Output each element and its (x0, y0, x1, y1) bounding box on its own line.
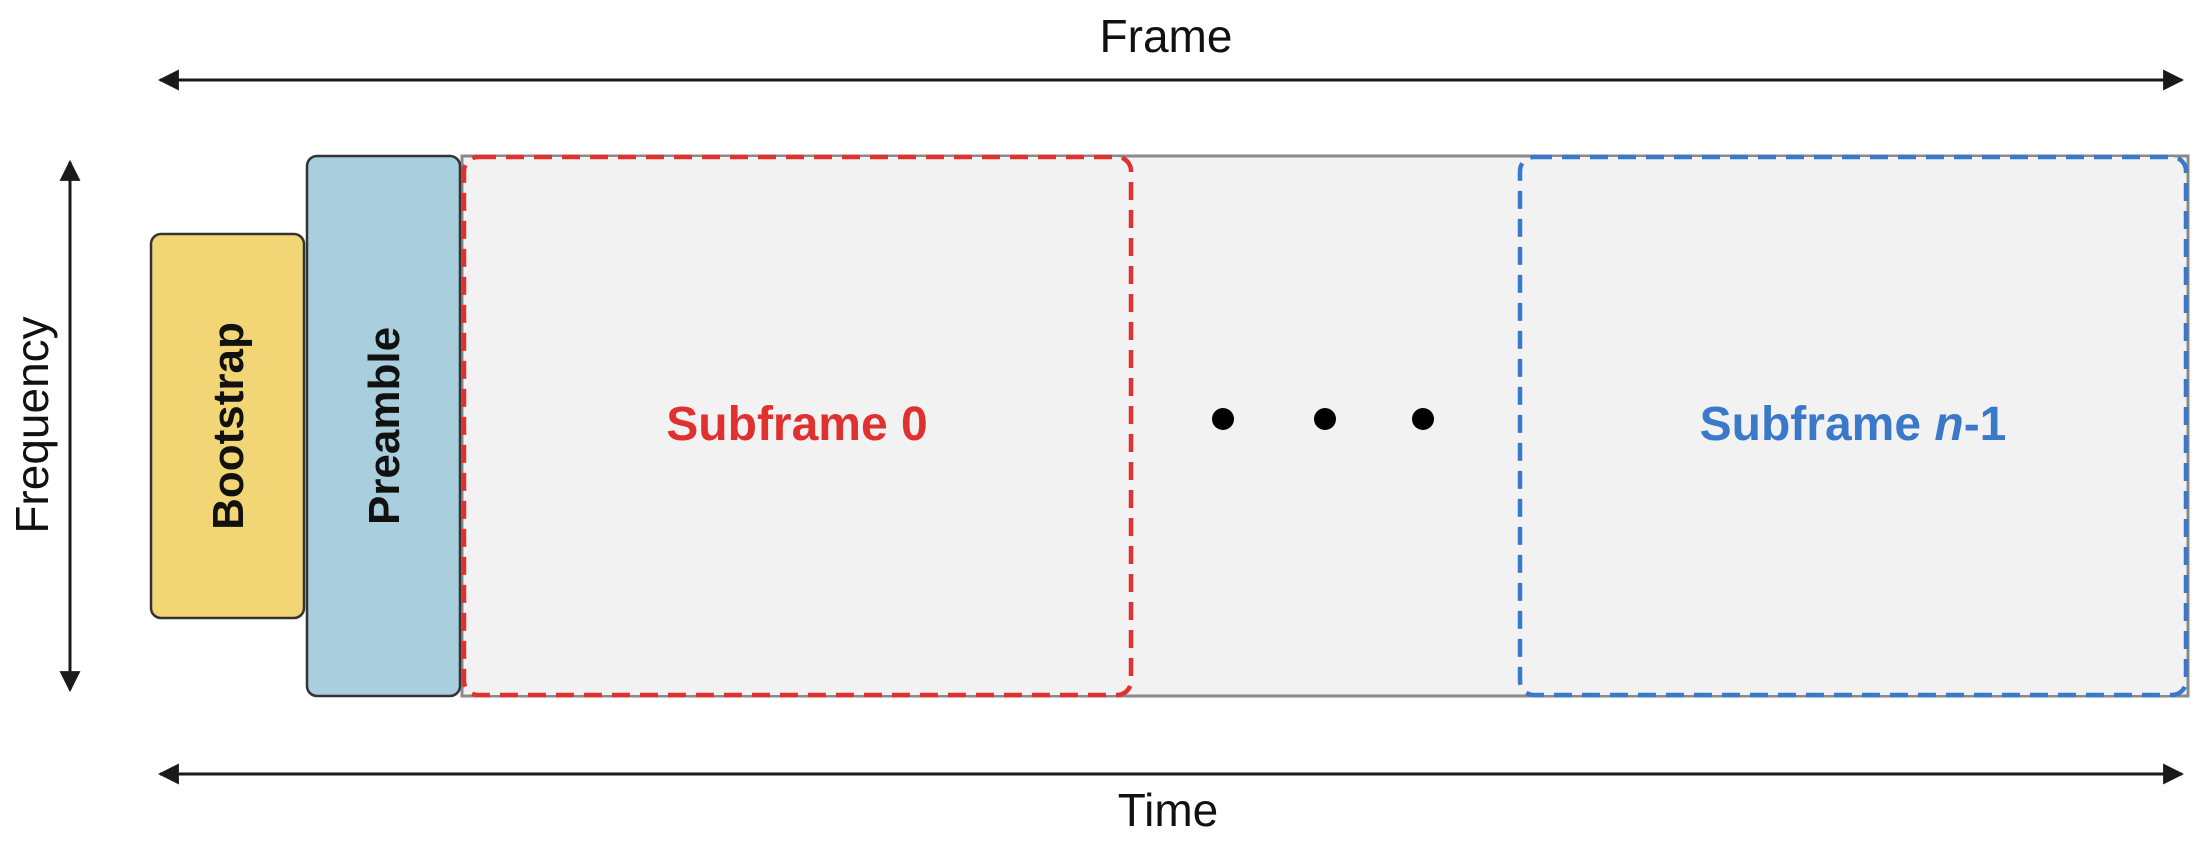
bootstrap-label: Bootstrap (204, 322, 253, 530)
subframe-last-variable: n (1934, 398, 1963, 451)
subframe-last-suffix: -1 (1964, 398, 2007, 451)
preamble-block (305, 154, 462, 698)
subframe-last-prefix: Subframe (1700, 398, 1935, 451)
frame-label: Frame (1100, 10, 1233, 62)
ellipsis-dot (1212, 408, 1234, 430)
subframe-last-label: Subframe n-1 (1700, 398, 2007, 451)
ellipsis-dot (1314, 408, 1336, 430)
ellipsis-dot (1412, 408, 1434, 430)
time-label: Time (1118, 784, 1219, 836)
frequency-label: Frequency (6, 316, 58, 533)
three-dots-icon (1212, 408, 1434, 430)
subframe-0-box (461, 154, 1134, 698)
bootstrap-block (149, 232, 306, 620)
preamble-label: Preamble (360, 327, 409, 525)
subframe-last-box (1517, 154, 2189, 698)
subframe-0-label: Subframe 0 (666, 398, 927, 451)
